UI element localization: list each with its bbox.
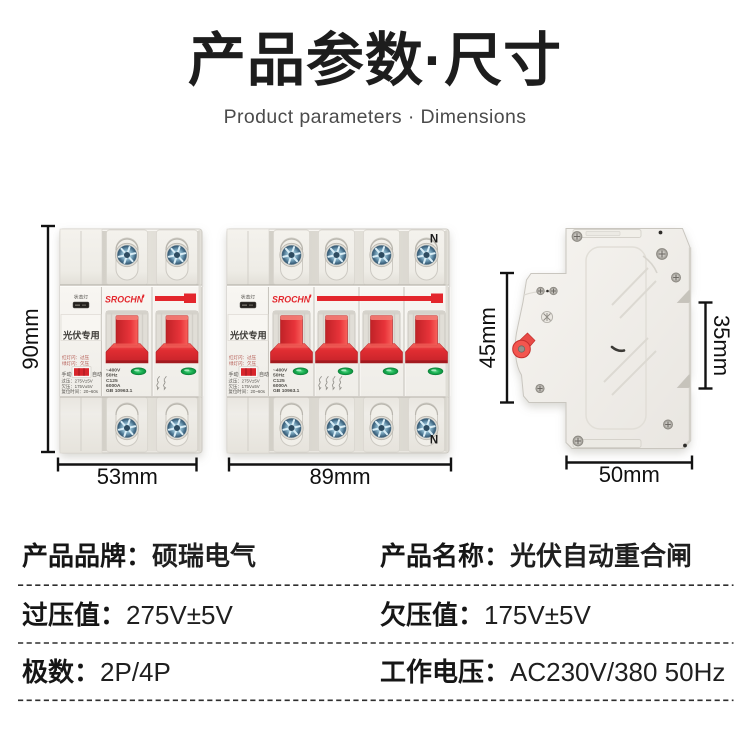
spec-row-brand: 产品品牌：硕瑞电气 产品名称：光伏自动重合闸	[0, 541, 750, 571]
spec-value: 硕瑞电气	[152, 541, 257, 571]
dimension-label: 90mm	[18, 308, 43, 369]
neutral-label-bottom: N	[430, 435, 438, 447]
manual-label: 手动	[229, 371, 239, 378]
breaker-side-view	[512, 228, 692, 450]
dimension-label: 53mm	[97, 464, 158, 489]
rating-line: 6000A	[106, 383, 121, 389]
dimension-53mm: 53mm	[56, 457, 198, 489]
module-panel-label: 光伏专用	[62, 330, 100, 341]
spec-cell-poles: 极数：2P/4P	[22, 657, 171, 687]
spec-label: 产品品牌：	[22, 541, 153, 571]
spec-value: 175V±5V	[484, 599, 591, 630]
module-green-led-line: 绿灯闪：欠压	[62, 360, 89, 367]
status-light-label: 状态灯	[74, 294, 89, 301]
spec-cell-product-name: 产品名称：光伏自动重合闸	[380, 541, 692, 571]
spec-label: 工作电压：	[380, 656, 511, 687]
spec-cell-brand: 产品品牌：硕瑞电气	[22, 541, 256, 571]
rating-line: 6000A	[273, 383, 288, 389]
rating-line: C125	[106, 378, 118, 384]
brand-logo: SROCHN	[272, 295, 311, 305]
spec-row-poles: 极数：2P/4P 工作电压：AC230V/380 50Hz	[0, 657, 750, 687]
module-red-led-line: 红灯闪：过压	[229, 354, 256, 361]
spec-label: 欠压值：	[380, 599, 485, 630]
dimension-50mm: 50mm	[565, 455, 694, 487]
rating-line: ~400V	[106, 368, 121, 374]
page-subtitle: Product parameters · Dimensions	[223, 106, 527, 128]
spec-value: 光伏自动重合闸	[510, 541, 693, 571]
rating-line: GB 10963.1	[106, 388, 133, 394]
module-red-led-line: 红灯闪：过压	[62, 354, 89, 361]
spec-value: 2P/4P	[100, 656, 171, 687]
rating-line: GB 10963.1	[273, 388, 300, 394]
dimension-label: 35mm	[709, 315, 734, 376]
spec-label: 极数：	[22, 656, 101, 687]
rating-line: ~400V	[273, 368, 288, 374]
module-spec-line: 复位时间：20~60s	[229, 388, 266, 395]
spec-cell-undervoltage: 欠压值：175V±5V	[380, 600, 591, 630]
brand-logo: SROCHN	[105, 295, 144, 305]
module-spec-line: 过压：275V±5V	[229, 377, 260, 384]
dimension-35mm: 35mm	[698, 301, 734, 390]
dimension-89mm: 89mm	[227, 457, 453, 489]
module-spec-line: 复位时间：20~60s	[62, 388, 99, 395]
module-spec-line: 过压：275V±5V	[62, 377, 93, 384]
spec-cell-overvoltage: 过压值：275V±5V	[22, 600, 233, 630]
dimension-label: 45mm	[475, 307, 500, 368]
rating-line: C125	[273, 378, 285, 384]
rating-line: 50Hz	[106, 373, 118, 379]
module-spec-line: 欠压：175V±5V	[229, 383, 260, 390]
spec-cell-working-voltage: 工作电压：AC230V/380 50Hz	[380, 657, 725, 687]
dimension-90mm: 90mm	[18, 224, 55, 454]
module-green-led-line: 绿灯闪：欠压	[229, 360, 256, 367]
spec-label: 产品名称：	[380, 541, 511, 571]
module-spec-line: 欠压：175V±5V	[62, 383, 93, 390]
dimension-45mm: 45mm	[475, 271, 514, 404]
spec-value: 275V±5V	[126, 599, 233, 630]
auto-label: 自动	[92, 371, 102, 378]
spec-row-voltage: 过压值：275V±5V 欠压值：175V±5V	[0, 600, 750, 630]
rating-line: 50Hz	[273, 373, 285, 379]
dimension-label: 89mm	[309, 464, 370, 489]
spec-value: AC230V/380 50Hz	[510, 656, 726, 687]
dimension-label: 50mm	[599, 462, 660, 487]
status-light-label: 状态灯	[241, 294, 256, 301]
manual-label: 手动	[62, 371, 72, 378]
page-title: 产品参数·尺寸	[187, 28, 563, 93]
neutral-label-top: N	[430, 234, 438, 246]
spec-label: 过压值：	[22, 599, 127, 630]
module-panel-label: 光伏专用	[229, 330, 267, 341]
auto-label: 自动	[259, 371, 269, 378]
